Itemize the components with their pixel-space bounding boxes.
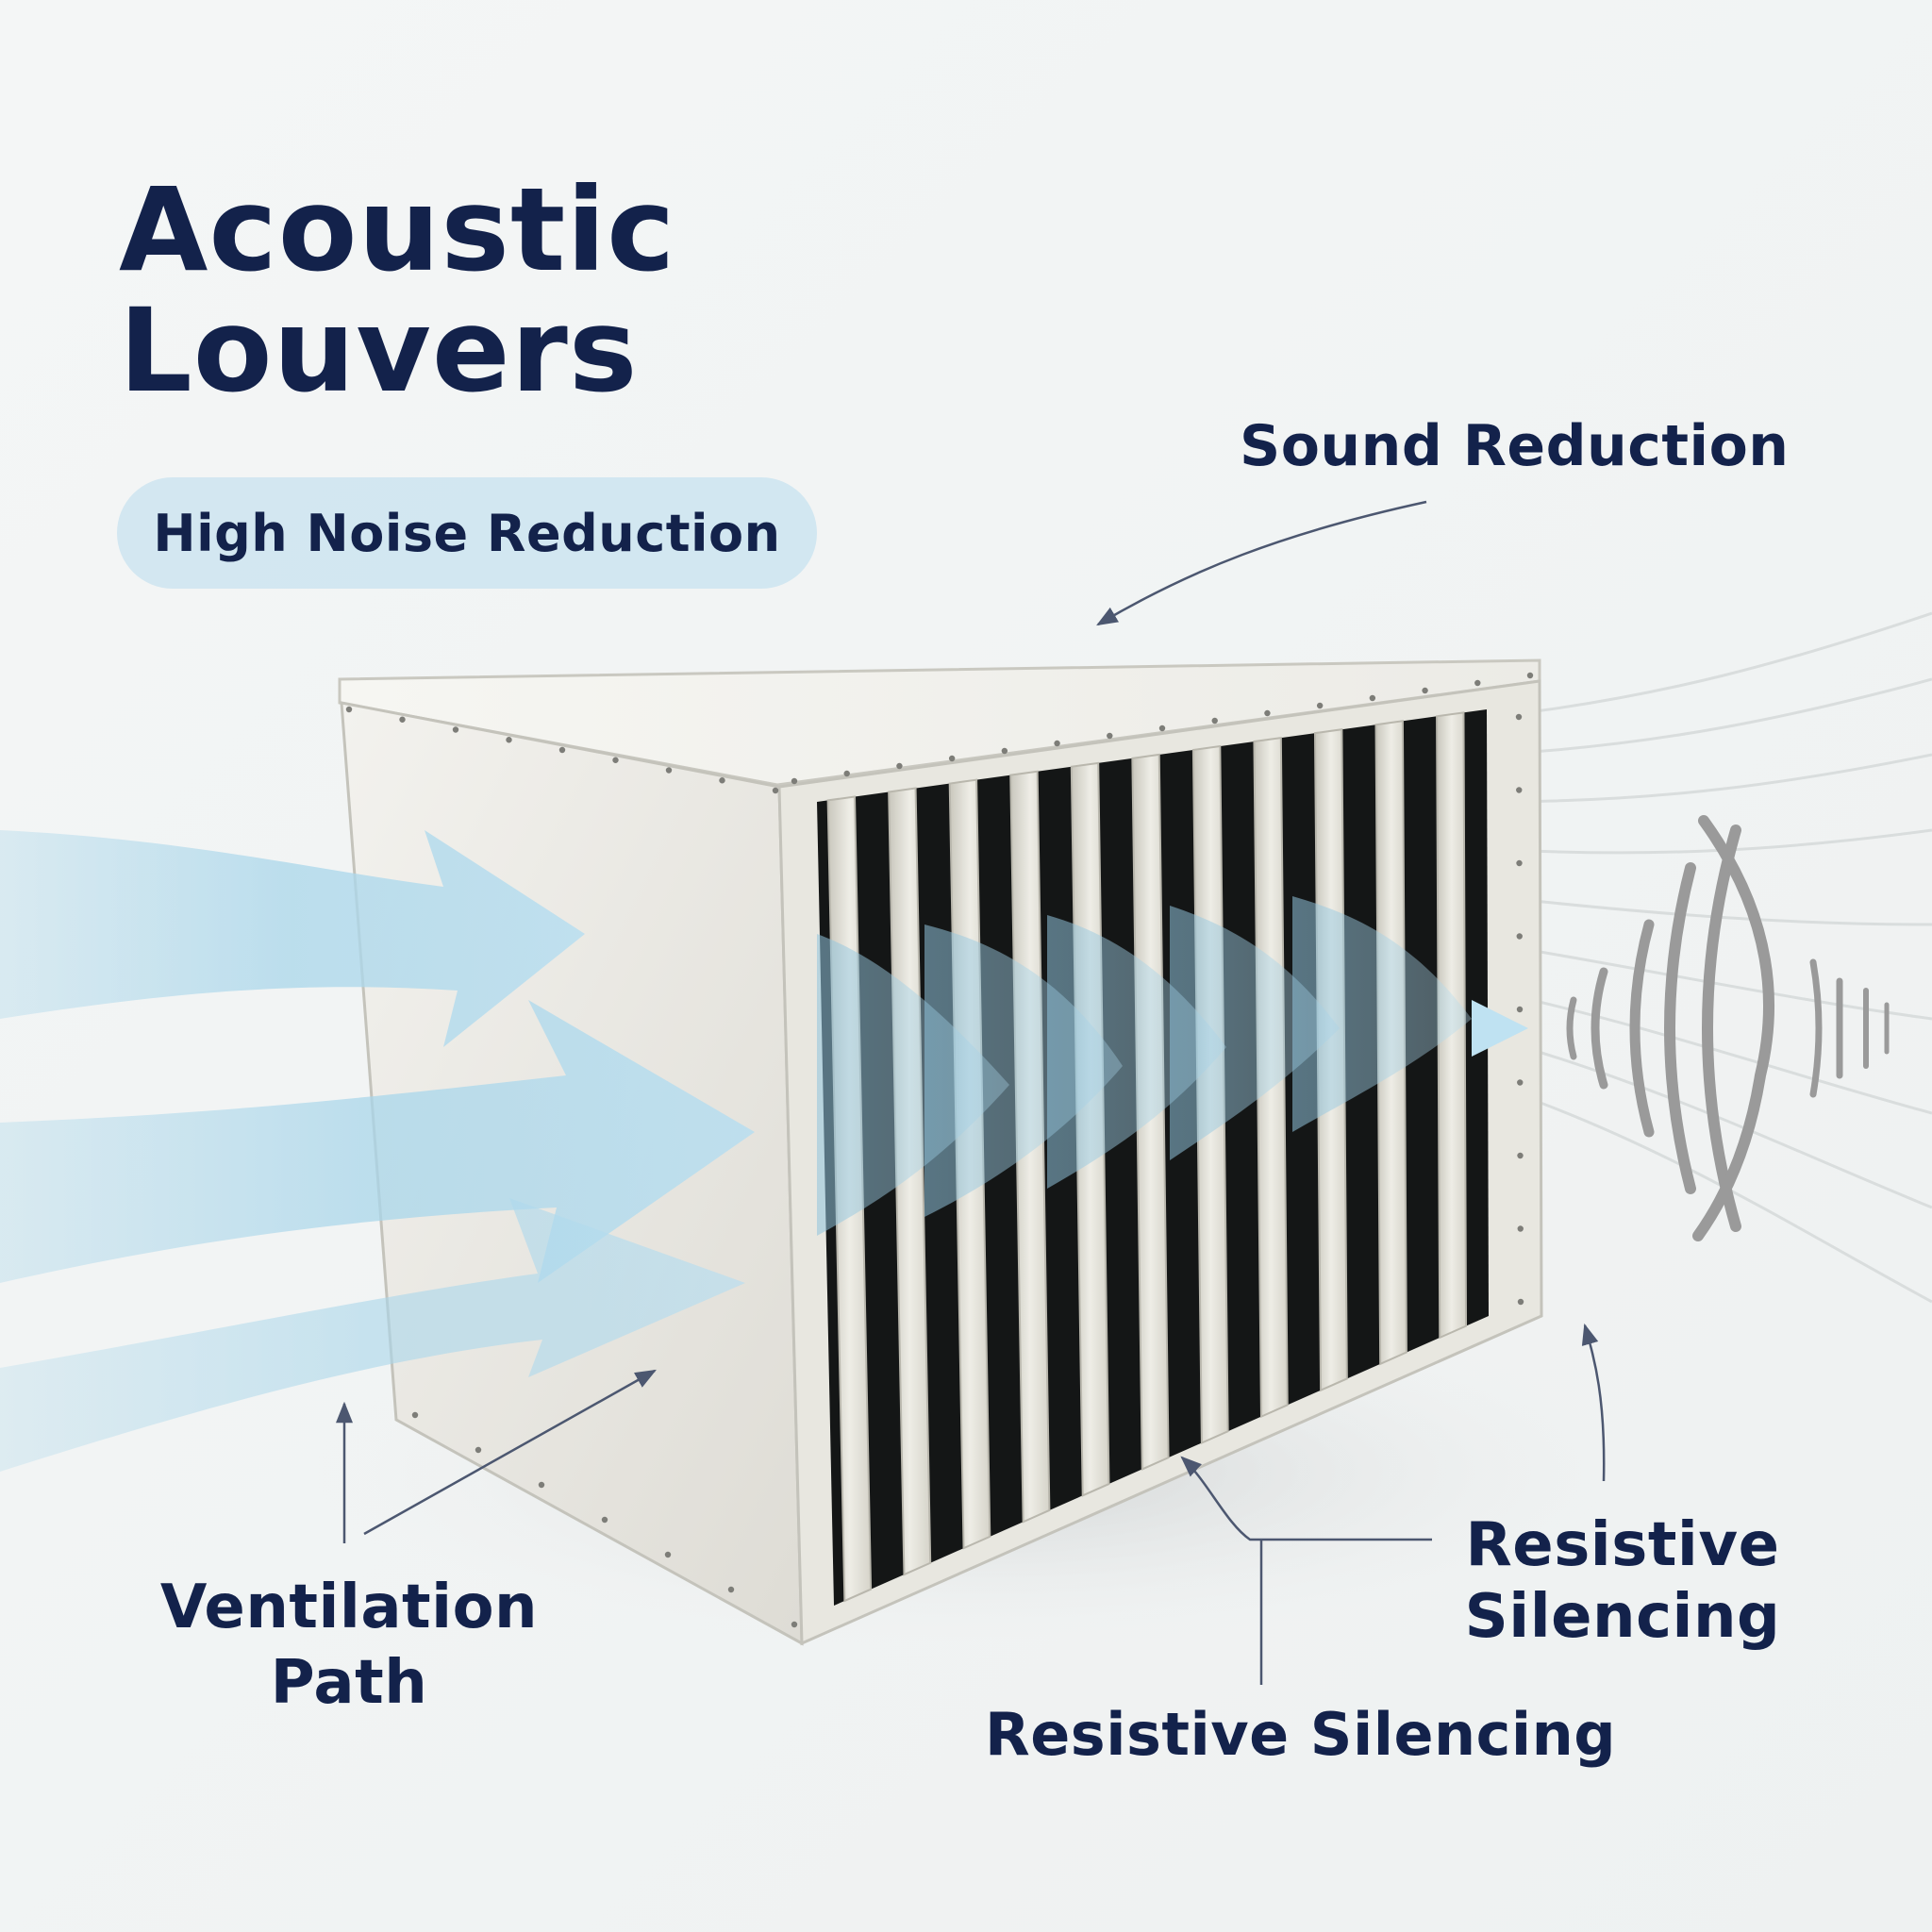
rivet — [719, 777, 725, 784]
rivet — [1517, 1225, 1524, 1232]
callout-lines — [336, 500, 1606, 1685]
feature-badge: High Noise Reduction — [117, 477, 817, 589]
rivet — [558, 746, 566, 754]
rivet — [843, 770, 850, 777]
rivet — [1001, 747, 1008, 755]
rivet — [399, 716, 406, 723]
rivet — [791, 777, 798, 785]
title-line-2: Louvers — [119, 284, 639, 418]
rivet — [1516, 933, 1523, 940]
rivet — [475, 1446, 482, 1454]
page-title: Acoustic Louvers — [119, 170, 675, 411]
rivet — [1107, 732, 1113, 740]
rivet — [1211, 717, 1218, 724]
rivet — [506, 737, 512, 743]
badge-label: High Noise Reduction — [153, 503, 781, 563]
callout-resistive-silencing-bottom: Resistive Silencing — [985, 1700, 1617, 1769]
rivet — [772, 787, 779, 794]
rivet — [664, 1551, 672, 1558]
ventilation-line-2: Path — [270, 1648, 428, 1718]
rivet — [1158, 724, 1166, 732]
resistive-right-line-2: Silencing — [1464, 1582, 1781, 1652]
rivet — [791, 1621, 798, 1628]
rivet — [896, 762, 903, 770]
title-line-1: Acoustic — [119, 163, 676, 297]
arrow-right-icon — [0, 830, 585, 1047]
rivet — [1516, 1006, 1524, 1013]
rivet — [1422, 687, 1428, 694]
rivet — [1517, 1298, 1524, 1306]
arrow-right-icon — [0, 1198, 745, 1472]
rivet — [601, 1516, 608, 1524]
rivet — [345, 706, 353, 713]
arrow-right-icon — [817, 896, 1528, 1236]
rivet — [1474, 679, 1481, 687]
rivet — [612, 757, 619, 763]
ventilation-line-1: Ventilation — [159, 1573, 539, 1642]
sound-wave-icon — [1566, 815, 1890, 1241]
rivet — [1516, 859, 1523, 867]
airflow-arrows — [0, 830, 1528, 1472]
callout-sound-reduction: Sound Reduction — [1240, 413, 1790, 479]
rivet — [1054, 740, 1060, 747]
resistive-right-line-1: Resistive — [1465, 1510, 1780, 1580]
housing-rivets — [345, 672, 1534, 1628]
rivet — [1516, 787, 1523, 793]
callout-resistive-silencing-right: Resistive Silencing — [1453, 1509, 1792, 1653]
rivet — [1316, 702, 1324, 709]
rivet — [665, 767, 673, 774]
rivet — [1515, 713, 1523, 721]
rivet — [727, 1586, 735, 1593]
rivet — [1264, 709, 1271, 717]
rivet — [538, 1481, 545, 1489]
rivet — [948, 755, 956, 762]
rivet — [1526, 672, 1534, 679]
rivet — [452, 726, 459, 733]
rivet — [1517, 1079, 1524, 1086]
arrow-right-icon — [0, 1000, 755, 1283]
rivet — [1369, 694, 1376, 702]
rivet — [1517, 1152, 1524, 1159]
callout-ventilation-path: Ventilation Path — [151, 1570, 547, 1721]
rivet — [411, 1411, 419, 1419]
